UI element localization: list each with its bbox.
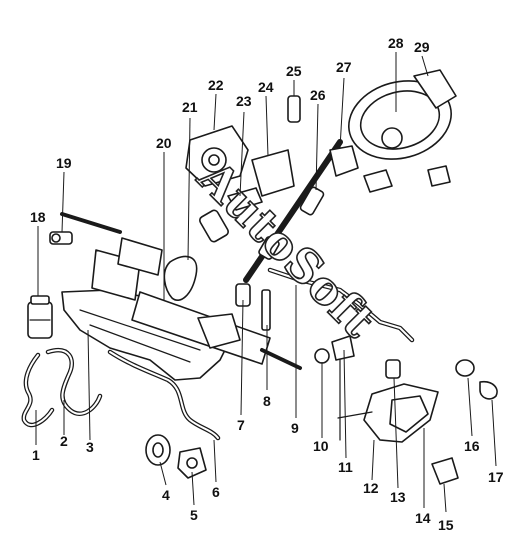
callout-21: 21 bbox=[182, 99, 198, 115]
callout-2: 2 bbox=[60, 433, 68, 449]
part-26-column-shaft bbox=[243, 139, 343, 283]
callout-8: 8 bbox=[263, 393, 271, 409]
part-6-pressure-line bbox=[107, 349, 221, 441]
callout-1: 1 bbox=[32, 447, 40, 463]
part-25-sensor bbox=[287, 95, 301, 123]
callout-24: 24 bbox=[258, 79, 274, 95]
callout-3: 3 bbox=[86, 439, 94, 455]
callout-19: 19 bbox=[56, 155, 72, 171]
part-23-24-brackets bbox=[227, 149, 295, 211]
callout-26: 26 bbox=[310, 87, 326, 103]
part-20-21-shaft bbox=[163, 209, 229, 301]
callout-4: 4 bbox=[162, 487, 170, 503]
callout-25: 25 bbox=[286, 63, 302, 79]
part-10-11-tie-rod bbox=[314, 335, 355, 441]
callout-13: 13 bbox=[390, 489, 406, 505]
callout-23: 23 bbox=[236, 93, 252, 109]
callout-11: 11 bbox=[338, 459, 353, 475]
part-12-15-control-arm bbox=[337, 359, 459, 485]
part-1-2-pipes bbox=[21, 348, 103, 428]
callout-18: 18 bbox=[30, 209, 46, 225]
part-28-29-steering-wheel bbox=[348, 69, 457, 160]
callout-leaders bbox=[35, 52, 497, 513]
part-22-pump bbox=[185, 125, 249, 187]
part-19-fitting bbox=[49, 231, 73, 245]
steering-rack bbox=[60, 212, 302, 370]
callout-29: 29 bbox=[414, 39, 430, 55]
part-5-bracket bbox=[177, 447, 207, 479]
callout-22: 22 bbox=[208, 77, 224, 93]
part-9-return-pipe bbox=[267, 267, 415, 343]
callout-9: 9 bbox=[291, 420, 299, 436]
callout-6: 6 bbox=[212, 484, 220, 500]
callout-15: 15 bbox=[438, 517, 454, 533]
part-7-8-pinion bbox=[235, 283, 271, 331]
part-27-switch bbox=[329, 145, 451, 193]
callout-12: 12 bbox=[363, 480, 379, 496]
callout-labels: 1 2 3 4 5 6 7 8 9 10 11 12 13 14 15 16 1… bbox=[30, 35, 504, 533]
callout-10: 10 bbox=[313, 438, 329, 454]
callout-28: 28 bbox=[388, 35, 404, 51]
part-16-17-bushings bbox=[455, 359, 498, 400]
callout-20: 20 bbox=[156, 135, 172, 151]
part-18-reservoir bbox=[27, 295, 53, 339]
callout-27: 27 bbox=[336, 59, 352, 75]
callout-17: 17 bbox=[488, 469, 504, 485]
part-4-bushing bbox=[145, 434, 171, 466]
callout-16: 16 bbox=[464, 438, 480, 454]
callout-7: 7 bbox=[237, 417, 245, 433]
callout-5: 5 bbox=[190, 507, 198, 523]
callout-14: 14 bbox=[415, 510, 431, 526]
